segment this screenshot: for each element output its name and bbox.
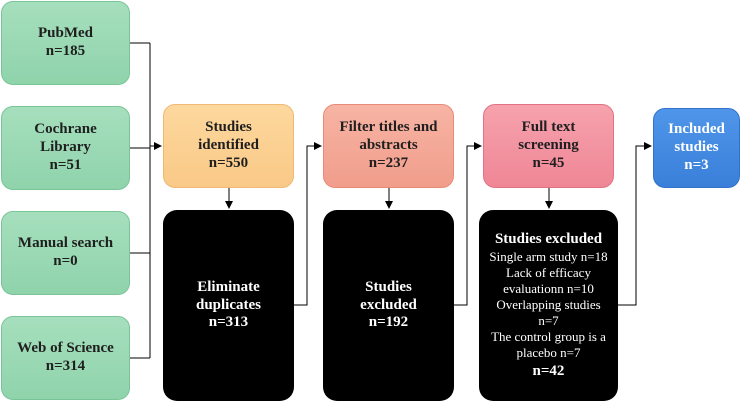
- sources-bracket: [130, 42, 162, 359]
- exclusion-reason-item: The control group is a placebo n=7: [491, 328, 606, 360]
- stage-included-label: Included studies n=3: [668, 121, 725, 173]
- exclusion-reason-item: Single arm study n=18: [489, 249, 608, 265]
- source-pubmed-label: PubMed n=185: [37, 25, 93, 59]
- source-web-of-science: Web of Science n=314: [1, 316, 130, 400]
- stage-identified-label: Studies identified n=550: [198, 119, 259, 171]
- stage-fulltext-label: Full text screening n=45: [518, 119, 579, 171]
- exclusion-reasons-total: n=42: [532, 362, 565, 379]
- stage-full-text-screening: Full text screening n=45: [483, 104, 614, 188]
- stage-to-exclusion-arrows: [225, 188, 553, 209]
- stage-filter-titles-abstracts: Filter titles and abstracts n=237: [323, 104, 454, 188]
- source-pubmed: PubMed n=185: [1, 1, 130, 85]
- source-manual-search: Manual search n=0: [1, 211, 130, 295]
- source-web-of-science-label: Web of Science n=314: [17, 340, 114, 374]
- exclusion-studies-label: Studies excluded n=192: [360, 278, 417, 331]
- stage-studies-identified: Studies identified n=550: [163, 104, 294, 188]
- source-manual-search-label: Manual search n=0: [17, 235, 114, 269]
- stage-filter-label: Filter titles and abstracts n=237: [339, 119, 438, 171]
- exclusion-studies-excluded: Studies excluded n=192: [323, 210, 454, 401]
- exclusion-full-text-reasons: Studies excluded Single arm study n=18 L…: [479, 210, 618, 401]
- source-cochrane-library: Cochrane Library n=51: [1, 106, 130, 190]
- exclusion-reason-item: Lack of efficacy evaluationn n=10: [503, 265, 594, 297]
- exclusion-duplicates-label: Eliminate duplicates n=313: [195, 278, 261, 331]
- exclusion-reason-item: Overlapping studies n=7: [496, 297, 601, 328]
- stage-included-studies: Included studies n=3: [653, 108, 740, 188]
- source-cochrane-label: Cochrane Library n=51: [34, 121, 97, 173]
- exclusion-reasons-title: Studies excluded: [494, 230, 603, 247]
- exclusion-to-stage-arrows: [294, 142, 652, 306]
- exclusion-eliminate-duplicates: Eliminate duplicates n=313: [163, 210, 294, 401]
